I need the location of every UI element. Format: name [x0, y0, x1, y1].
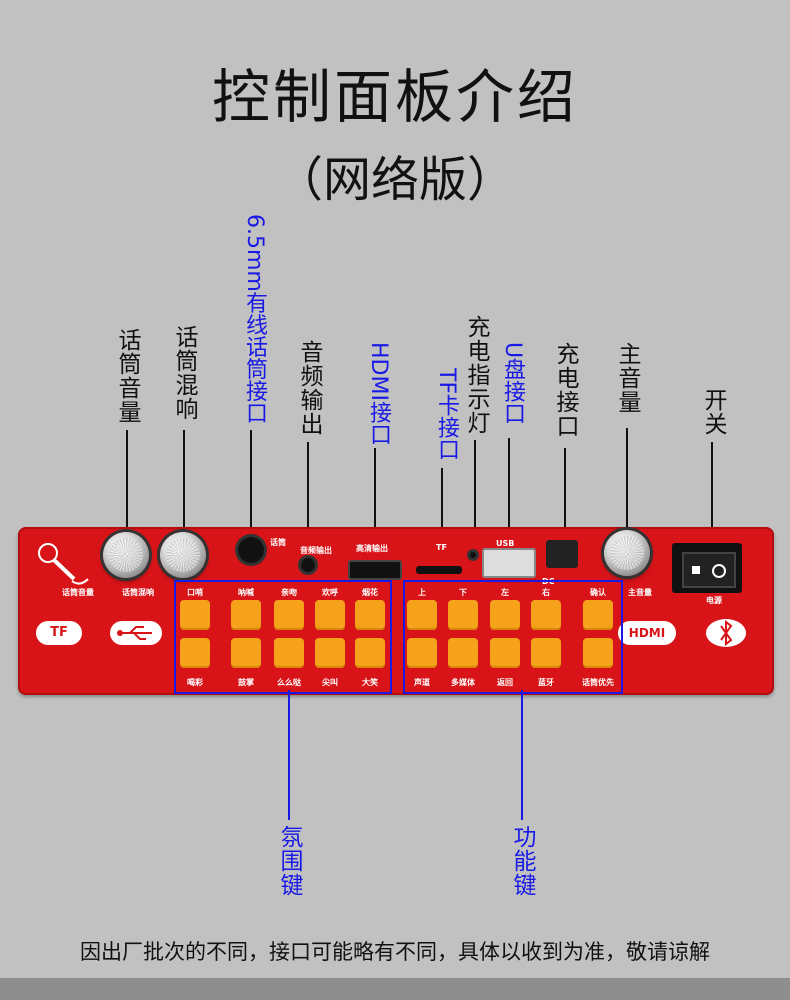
- ambience-key-top[interactable]: [355, 600, 385, 630]
- function-key-top[interactable]: [407, 600, 437, 630]
- ambience-key-label: 么么哒: [277, 678, 301, 687]
- ambience-key-label: 尖叫: [322, 678, 338, 687]
- leader-line-usb: [508, 438, 510, 533]
- callout-mic-reverb: 话筒混响: [171, 325, 197, 421]
- leader-line-hdmi: [374, 448, 376, 533]
- ambience-key-bottom[interactable]: [274, 638, 304, 668]
- function-key-bottom[interactable]: [407, 638, 437, 668]
- ambience-key-top[interactable]: [231, 600, 261, 630]
- hdmi-port[interactable]: [348, 560, 402, 580]
- mic-volume-panel-label: 话筒音量: [62, 588, 94, 597]
- function-key-label: 话筒优先: [582, 678, 614, 687]
- mic-jack[interactable]: [238, 537, 264, 563]
- function-key-label: 蓝牙: [538, 678, 554, 687]
- tf-slot[interactable]: [416, 566, 462, 574]
- function-key-label: 返回: [497, 678, 513, 687]
- microphone-icon: [38, 543, 89, 585]
- callout-mic-jack: 6.5mm有线话筒接口: [242, 214, 267, 424]
- mic-reverb-panel-label: 话筒混响: [122, 588, 154, 597]
- tf-panel-label: TF: [436, 543, 447, 552]
- callout-function-keys: 功能键: [509, 825, 535, 897]
- main-volume-knob[interactable]: [604, 530, 650, 576]
- function-key-label: 右: [542, 588, 550, 597]
- ambience-key-label: 亲吻: [281, 588, 297, 597]
- callout-audio-out: 音频输出: [296, 340, 322, 436]
- ambience-key-bottom[interactable]: [355, 638, 385, 668]
- leader-line-mic-reverb: [183, 430, 185, 530]
- mic-volume-knob[interactable]: [103, 532, 149, 578]
- ambience-key-label: 口哨: [187, 588, 203, 597]
- charge-port[interactable]: [546, 540, 578, 568]
- ambience-key-label: 大笑: [362, 678, 378, 687]
- bluetooth-icon: [706, 619, 746, 647]
- function-key-label: 左: [501, 588, 509, 597]
- usb-panel-label: USB: [496, 539, 515, 548]
- ambience-key-top[interactable]: [180, 600, 210, 630]
- ambience-key-label: 欢呼: [322, 588, 338, 597]
- power-switch-rocker[interactable]: [682, 552, 736, 588]
- leader-line-mic-jack: [250, 430, 252, 535]
- page-title: 控制面板介绍: [211, 63, 578, 131]
- function-key-label: 上: [418, 588, 426, 597]
- function-key-bottom[interactable]: [448, 638, 478, 668]
- ambience-key-bottom[interactable]: [315, 638, 345, 668]
- power-panel-label: 电源: [706, 596, 722, 605]
- ambience-key-bottom[interactable]: [231, 638, 261, 668]
- bottom-bar: [0, 978, 790, 1000]
- mic-reverb-knob[interactable]: [160, 532, 206, 578]
- callout-power: 开关: [700, 388, 726, 436]
- audio-out-jack[interactable]: [301, 558, 315, 572]
- ambience-keys-box: [174, 580, 392, 694]
- hdmi-badge: HDMI: [618, 621, 676, 645]
- function-key-top[interactable]: [583, 600, 613, 630]
- function-key-top[interactable]: [448, 600, 478, 630]
- leader-line-mic-volume: [126, 430, 128, 530]
- callout-tf: TF卡接口: [434, 368, 459, 461]
- ambience-key-label: 烟花: [362, 588, 378, 597]
- ambience-key-label: 鼓掌: [238, 678, 254, 687]
- callout-usb: U盘接口: [500, 342, 525, 425]
- function-key-top[interactable]: [490, 600, 520, 630]
- ambience-key-bottom[interactable]: [180, 638, 210, 668]
- function-key-label: 声道: [414, 678, 430, 687]
- usb-logo-icon: [110, 621, 162, 645]
- main-volume-panel-label: 主音量: [628, 588, 652, 597]
- audio-out-panel-label: 音频输出: [300, 546, 332, 555]
- leader-line-power: [711, 442, 713, 542]
- disclaimer-note: 因出厂批次的不同，接口可能略有不同，具体以收到为准，敬请谅解: [80, 940, 710, 964]
- leader-line-audio-out: [307, 442, 309, 537]
- callout-charge-port: 充电接口: [552, 342, 578, 438]
- leader-line-charge-led: [474, 440, 476, 535]
- callout-ambience-keys: 氛围键: [276, 825, 302, 897]
- page-subtitle: （网络版）: [274, 152, 515, 208]
- tf-badge: TF: [36, 621, 82, 645]
- ambience-key-label: 呐喊: [238, 588, 254, 597]
- callout-charge-led: 充电指示灯: [463, 315, 489, 435]
- function-key-label: 下: [459, 588, 467, 597]
- leader-line-charge-port: [564, 448, 566, 538]
- function-key-label: 确认: [590, 588, 606, 597]
- ambience-key-top[interactable]: [315, 600, 345, 630]
- leader-line-main-volume: [626, 428, 628, 528]
- power-switch[interactable]: [672, 543, 742, 593]
- function-key-bottom[interactable]: [490, 638, 520, 668]
- leader-line-tf: [441, 468, 443, 536]
- leader-line-function: [521, 690, 523, 820]
- function-key-bottom[interactable]: [583, 638, 613, 668]
- function-key-label: 多媒体: [451, 678, 475, 687]
- hdmi-panel-label: 高清输出: [356, 544, 388, 553]
- callout-mic-volume: 话筒音量: [114, 328, 140, 424]
- function-key-bottom[interactable]: [531, 638, 561, 668]
- ambience-key-top[interactable]: [274, 600, 304, 630]
- mic-panel-label: 话筒: [270, 538, 286, 547]
- callout-hdmi: HDMI接口: [366, 342, 391, 445]
- charge-indicator-led: [470, 552, 476, 558]
- function-key-top[interactable]: [531, 600, 561, 630]
- ambience-key-label: 喝彩: [187, 678, 203, 687]
- function-keys-box: [403, 580, 623, 694]
- usb-port[interactable]: [482, 548, 536, 578]
- callout-main-volume: 主音量: [614, 342, 640, 414]
- leader-line-ambience: [288, 690, 290, 820]
